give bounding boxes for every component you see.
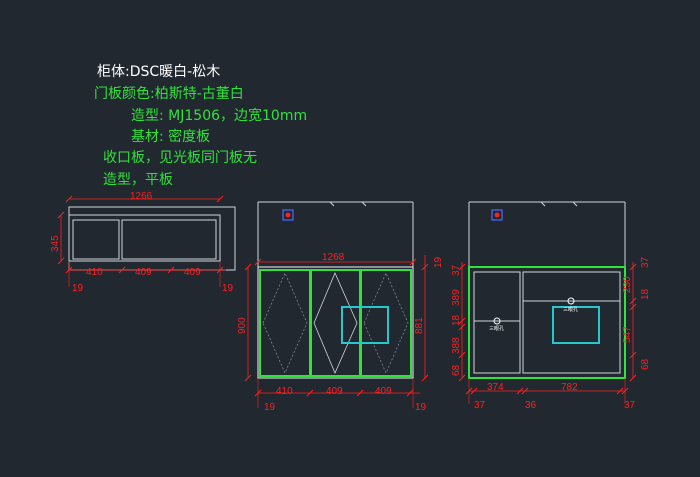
hole-right-icon	[567, 297, 575, 305]
note-cabinet-body: 柜体:DSC暖白-松木	[97, 64, 221, 80]
front-height-label: 900	[237, 317, 248, 334]
front-segment-3-label: 409	[375, 386, 392, 397]
front-door-height-label: 881	[414, 317, 425, 334]
inner-bottom-offset-1-label: 37	[474, 400, 486, 411]
plan-segment-3-label: 409	[184, 267, 201, 278]
inner-top-right-label: 37	[640, 256, 651, 268]
door-right-opening-diagonal	[363, 272, 409, 374]
plan-segment-2-label: 409	[135, 267, 152, 278]
note-base-material: 基材: 密度板	[131, 129, 211, 145]
inner-left-segment-1-label: 389	[451, 289, 462, 306]
inner-right-ticks	[629, 263, 637, 382]
socket-icon	[282, 209, 294, 221]
inner-right-segment-3-label: 547	[622, 326, 633, 343]
front-side-right-label: 19	[415, 402, 427, 413]
front-segment-2-label: 409	[326, 386, 343, 397]
inner-bottom-segment-2-label: 782	[561, 382, 578, 393]
plan-depth-ticks	[57, 211, 65, 265]
front-width-ticks	[254, 258, 417, 266]
plan-body-outline	[68, 214, 221, 262]
inner-right-segment-4-label: 68	[640, 358, 651, 370]
front-width-label: 1268	[322, 252, 345, 263]
inner-left-segment-4-label: 68	[451, 364, 462, 376]
inner-top-left-label: 37	[451, 264, 462, 276]
inner-top-marks	[540, 201, 578, 207]
front-side-left-label: 19	[264, 402, 276, 413]
inner-right-compartment	[522, 271, 621, 374]
inner-left-compartment	[473, 271, 521, 374]
inner-left-ticks	[458, 263, 466, 382]
inner-view: 三眼孔 三眼孔 37 389 18 388 68 37 230 18 547 6…	[451, 201, 651, 411]
inner-socket-icon	[491, 209, 503, 221]
inner-basin-outline	[552, 306, 600, 344]
door-middle-opening-diagonal	[313, 271, 358, 375]
front-top-label: 19	[433, 256, 444, 268]
door-left-opening-diagonal	[262, 272, 308, 374]
plan-width-label: 1266	[130, 191, 153, 202]
inner-socket-dot-icon	[494, 212, 500, 218]
inner-bottom-segment-1-label: 374	[487, 382, 504, 393]
door-middle	[310, 269, 361, 377]
note-edge-panel: 收口板，见光板同门板无	[103, 150, 257, 166]
front-door-height-ticks	[421, 263, 429, 382]
inner-left-segment-3-label: 388	[451, 337, 462, 354]
front-height-ticks	[244, 263, 252, 382]
hole-left-label: 三眼孔	[489, 325, 504, 332]
inner-bottom-offset-2-label: 36	[525, 400, 537, 411]
plan-depth-label: 345	[50, 235, 61, 252]
note-edge-panel-style: 造型，平板	[103, 172, 173, 188]
front-basin-outline	[341, 306, 389, 344]
note-door-color: 门板颜色:柏斯特-古董白	[94, 86, 244, 102]
front-top-marks	[329, 201, 367, 207]
plan-side-left-label: 19	[72, 283, 84, 294]
inner-right-segment-2-label: 18	[640, 288, 651, 300]
front-cabinet-frame	[257, 266, 414, 379]
front-view: 1268 900 881 19 410 409 409 19 19	[237, 201, 444, 413]
inner-right-segment-1-label: 230	[622, 276, 633, 293]
hole-left-icon	[493, 317, 501, 325]
plan-segment-1-label: 410	[86, 267, 103, 278]
plan-view: 1266 345 410 409 409 19 19	[50, 191, 236, 294]
front-segment-1-label: 410	[276, 386, 293, 397]
door-right	[360, 269, 412, 377]
hole-right-label: 三眼孔	[563, 306, 578, 313]
socket-dot-icon	[285, 212, 291, 218]
door-left	[259, 269, 311, 377]
note-door-style: 造型: MJ1506，边宽10mm	[131, 108, 308, 124]
plan-compartment-right	[121, 219, 217, 260]
plan-compartment-left	[72, 219, 120, 260]
inner-cabinet-frame	[468, 266, 626, 379]
plan-side-right-label: 19	[222, 283, 234, 294]
inner-left-segment-2-label: 18	[451, 314, 462, 326]
plan-width-ticks	[65, 195, 224, 203]
inner-bottom-offset-3-label: 37	[624, 400, 636, 411]
